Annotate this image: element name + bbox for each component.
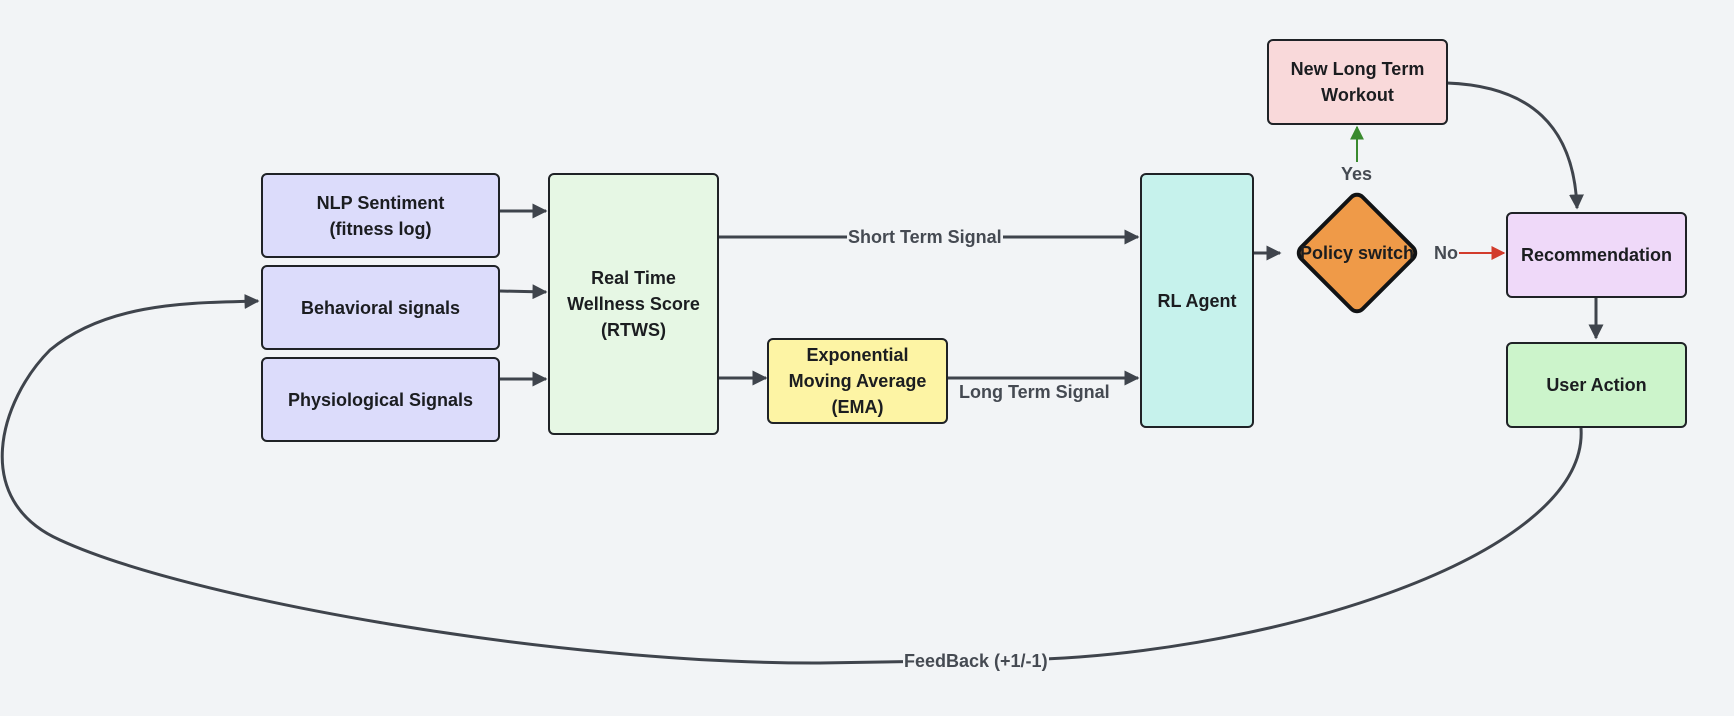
yes-label: Yes — [1340, 163, 1374, 185]
policy-switch-node: Policy switch — [1283, 182, 1431, 324]
user-action-label: User Action — [1546, 375, 1647, 395]
ema-node: Exponential Moving Average (EMA) — [767, 338, 948, 424]
nlp-sentiment-line2: (fitness log) — [329, 218, 432, 239]
ema-line2: Moving Average — [788, 371, 927, 391]
rl-agent-node: RL Agent — [1140, 173, 1254, 428]
physiological-signals-label: Physiological Signals — [287, 389, 474, 410]
physiological-signals-node: Physiological Signals — [261, 357, 500, 442]
behavioral-signals-node: Behavioral signals — [261, 265, 500, 350]
ema-line3: (EMA) — [831, 397, 884, 417]
new-workout-line2: Workout — [1321, 85, 1394, 105]
rl-agent-label: RL Agent — [1157, 290, 1237, 311]
edge-behavioral-to-rtws — [499, 284, 548, 300]
policy-switch-diamond-shape — [1296, 192, 1418, 314]
recommendation-label: Recommendation — [1520, 245, 1673, 265]
rtws-line3: (RTWS) — [601, 320, 666, 340]
ema-line1: Exponential — [806, 345, 909, 365]
no-label: No — [1433, 242, 1459, 264]
nlp-sentiment-line1: NLP Sentiment — [316, 192, 445, 213]
edge-feedback-loop — [0, 293, 1583, 665]
new-long-term-workout-node: New Long Term Workout — [1267, 39, 1448, 125]
edge-workout-to-recommendation — [1446, 81, 1584, 210]
new-workout-line1: New Long Term — [1290, 59, 1425, 79]
rtws-node: Real Time Wellness Score (RTWS) — [548, 173, 719, 435]
short-term-signal-label: Short Term Signal — [847, 226, 1003, 248]
feedback-label: FeedBack (+1/-1) — [903, 650, 1049, 672]
nlp-sentiment-node: NLP Sentiment (fitness log) — [261, 173, 500, 258]
policy-switch-line1: Policy — [1299, 243, 1353, 263]
rtws-line1: Real Time — [591, 268, 676, 288]
user-action-node: User Action — [1506, 342, 1687, 428]
behavioral-signals-label: Behavioral signals — [300, 297, 461, 318]
long-term-signal-label: Long Term Signal — [958, 381, 1111, 403]
recommendation-node: Recommendation — [1506, 212, 1687, 298]
rtws-line2: Wellness Score — [567, 294, 700, 314]
policy-switch-line2: switch — [1358, 243, 1415, 263]
